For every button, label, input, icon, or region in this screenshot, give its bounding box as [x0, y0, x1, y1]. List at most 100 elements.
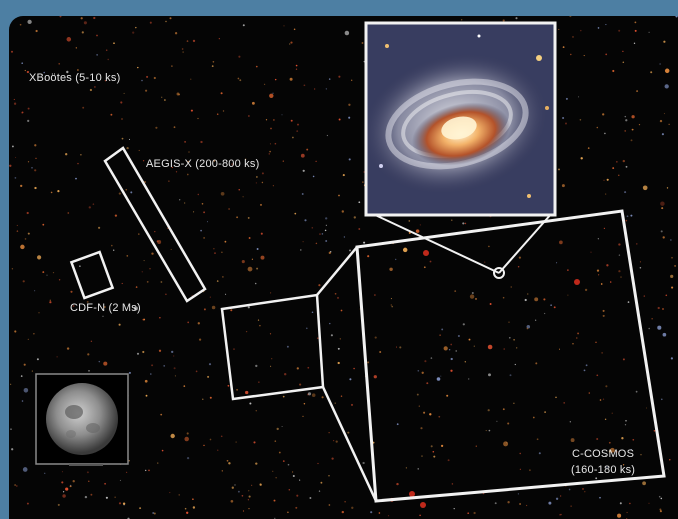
x-ray-source [338, 118, 341, 121]
x-ray-source [556, 262, 558, 264]
x-ray-source [287, 463, 290, 466]
x-ray-source [209, 296, 211, 298]
x-ray-source [46, 274, 48, 276]
x-ray-source [143, 260, 145, 262]
x-ray-source [292, 471, 294, 473]
x-ray-source [535, 319, 537, 321]
x-ray-source [648, 502, 650, 504]
x-ray-source [387, 515, 390, 517]
x-ray-source [303, 84, 306, 87]
x-ray-source [604, 418, 607, 421]
x-ray-source [311, 227, 314, 229]
x-ray-source [197, 322, 200, 325]
x-ray-source [370, 511, 373, 514]
x-ray-source [605, 385, 608, 388]
x-ray-source [284, 373, 287, 376]
x-ray-source [126, 255, 129, 257]
x-ray-source [57, 503, 60, 506]
x-ray-source [353, 216, 356, 219]
x-ray-source [38, 312, 40, 314]
x-ray-source [158, 349, 162, 352]
x-ray-source [358, 201, 361, 204]
x-ray-source [222, 110, 225, 112]
x-ray-source [671, 286, 674, 289]
x-ray-source [450, 357, 453, 361]
x-ray-source [391, 305, 394, 308]
x-ray-source [197, 193, 200, 196]
x-ray-source [138, 149, 140, 151]
x-ray-source [157, 462, 159, 464]
x-ray-source [636, 90, 639, 93]
x-ray-source [429, 413, 432, 416]
x-ray-source [624, 115, 627, 118]
x-ray-source [601, 352, 603, 354]
x-ray-source [348, 116, 351, 119]
x-ray-source [622, 358, 625, 361]
x-ray-source [316, 337, 319, 340]
x-ray-source [630, 214, 633, 217]
x-ray-source [640, 453, 642, 456]
x-ray-source [508, 321, 510, 323]
x-ray-source [548, 501, 552, 505]
x-ray-source [446, 394, 449, 397]
x-ray-source [146, 75, 149, 78]
x-ray-source [105, 496, 108, 499]
x-ray-source [281, 426, 283, 427]
x-ray-source [86, 300, 89, 303]
x-ray-source [151, 364, 154, 367]
x-ray-source [203, 444, 205, 447]
x-ray-source [103, 361, 108, 366]
x-ray-source [200, 140, 203, 144]
x-ray-source [269, 143, 271, 145]
x-ray-source [220, 191, 225, 196]
x-ray-source [239, 79, 242, 82]
x-ray-source [606, 264, 609, 267]
x-ray-source [173, 126, 176, 129]
x-ray-source [558, 28, 560, 30]
x-ray-source [169, 17, 172, 20]
x-ray-source [602, 309, 605, 312]
x-ray-source [534, 297, 539, 302]
x-ray-source [174, 32, 178, 35]
x-ray-source [203, 308, 206, 311]
x-ray-source [260, 255, 265, 260]
x-ray-source [611, 412, 613, 414]
x-ray-source [602, 398, 605, 400]
x-ray-source [569, 421, 571, 423]
x-ray-source [290, 119, 293, 122]
x-ray-source [80, 154, 82, 156]
x-ray-source [582, 488, 584, 490]
x-ray-source [599, 496, 601, 499]
x-ray-source [65, 487, 69, 491]
x-ray-source [519, 452, 521, 455]
x-ray-source [283, 25, 285, 27]
x-ray-source [610, 447, 615, 453]
x-ray-source [211, 65, 214, 67]
x-ray-source [439, 334, 441, 336]
x-ray-source [255, 182, 258, 184]
x-ray-source [186, 456, 190, 460]
x-ray-source [515, 17, 518, 20]
x-ray-source [618, 174, 620, 176]
x-ray-source [423, 266, 426, 269]
x-ray-source [335, 440, 338, 443]
x-ray-source [238, 189, 240, 191]
x-ray-source [595, 341, 597, 343]
x-ray-source [560, 513, 562, 516]
x-ray-source [287, 511, 289, 514]
x-ray-source [349, 378, 352, 381]
x-ray-source [261, 181, 264, 184]
x-ray-source [142, 318, 145, 321]
x-ray-source [625, 219, 628, 222]
x-ray-source [362, 461, 365, 465]
x-ray-source [132, 31, 135, 34]
x-ray-source [328, 78, 331, 80]
x-ray-source [227, 384, 230, 387]
x-ray-source [447, 459, 450, 462]
x-ray-source [339, 338, 341, 340]
x-ray-source [395, 346, 398, 348]
x-ray-source [257, 319, 260, 321]
x-ray-source [34, 144, 37, 147]
x-ray-source [462, 222, 465, 225]
x-ray-source [344, 501, 346, 503]
